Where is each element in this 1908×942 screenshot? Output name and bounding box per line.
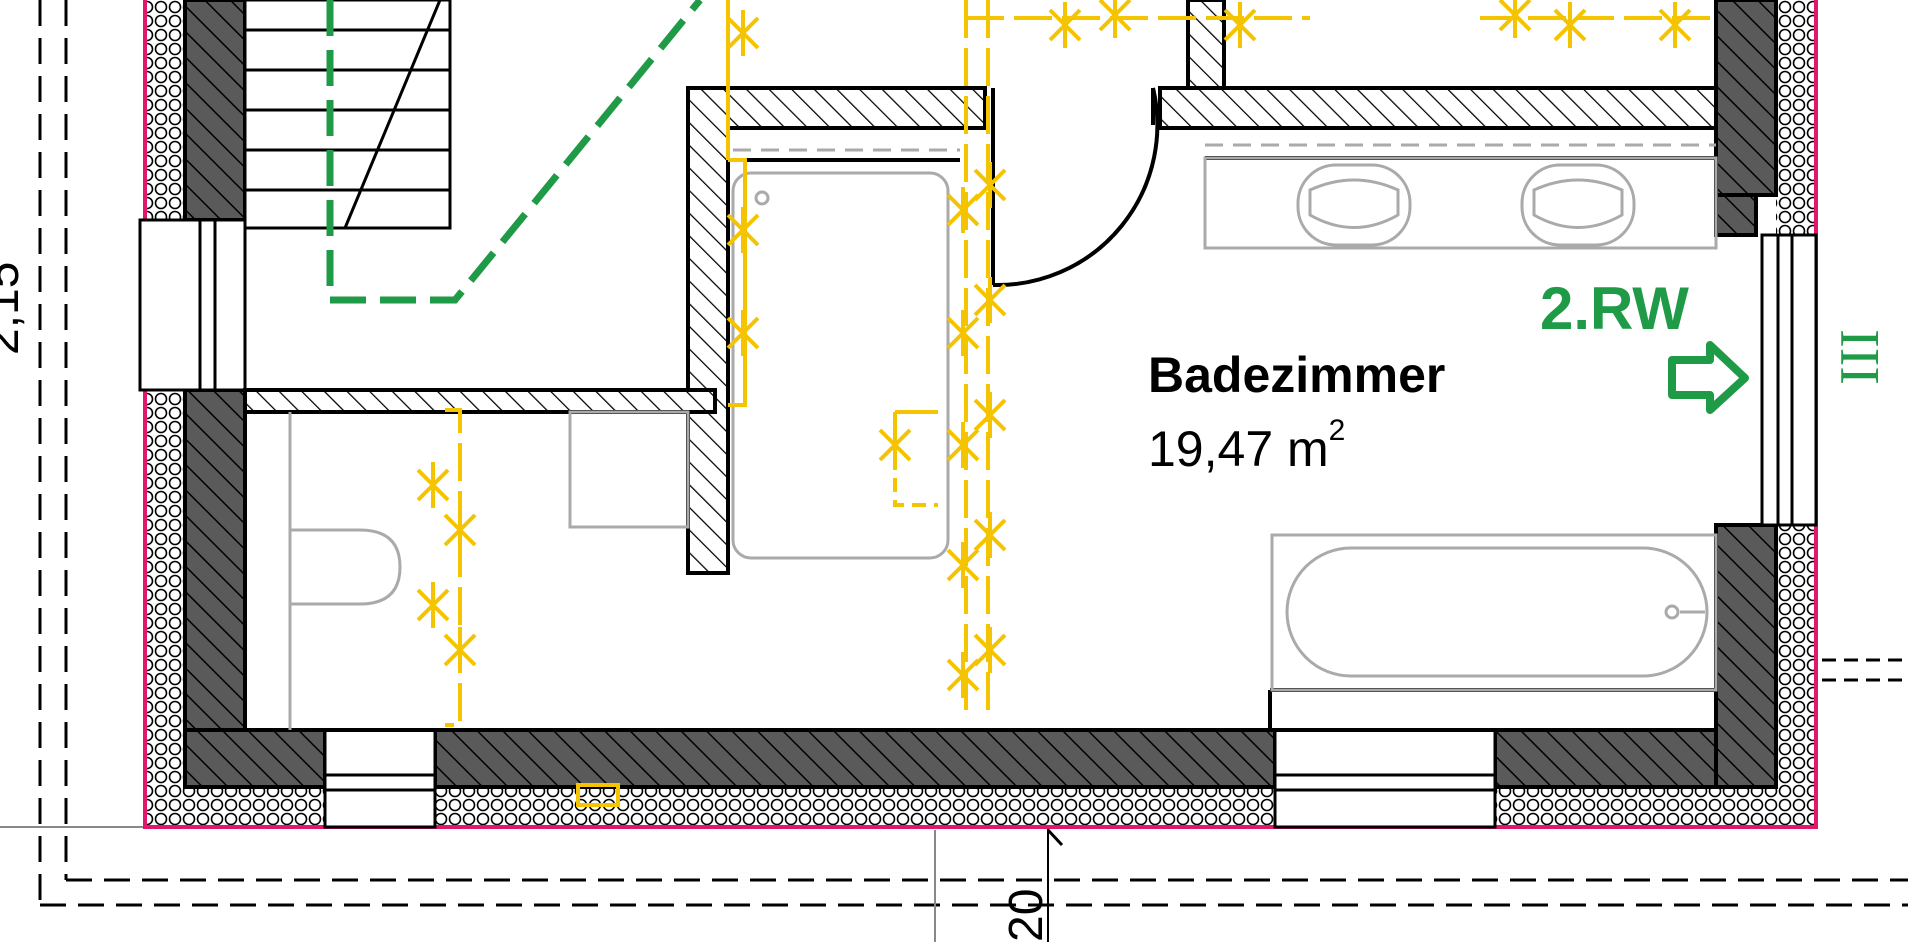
svg-text:III: III bbox=[1829, 329, 1891, 385]
window-mark: III bbox=[1829, 329, 1891, 385]
plot-boundary bbox=[38, 0, 1908, 907]
right-arrow-icon bbox=[1668, 341, 1749, 414]
left-dimension-label: 2,15 bbox=[0, 262, 29, 355]
room-area-value: 19,47 m bbox=[1148, 421, 1329, 477]
escape-route-line bbox=[326, 0, 703, 304]
room-area: 19,47 m2 bbox=[1148, 414, 1345, 478]
dimension-label: 20 bbox=[1000, 889, 1053, 942]
shower-tray bbox=[731, 171, 950, 560]
room-name: Badezimmer bbox=[1148, 347, 1446, 403]
cabinet bbox=[568, 410, 690, 529]
interior-walls bbox=[243, 0, 1758, 575]
electrical-outlets bbox=[416, 0, 1692, 698]
toilet-icon bbox=[290, 528, 402, 606]
sink-left-icon bbox=[1296, 163, 1412, 247]
room-area-exponent: 2 bbox=[1328, 414, 1346, 447]
bathtub-icon bbox=[1270, 533, 1718, 692]
stairs-icon bbox=[243, 0, 452, 230]
sink-right-icon bbox=[1520, 163, 1636, 247]
door-swing-icon bbox=[991, 87, 1160, 288]
windows bbox=[138, 218, 1818, 829]
vanity bbox=[1203, 156, 1718, 250]
right-detail bbox=[1822, 658, 1908, 682]
fixtures bbox=[288, 143, 1718, 730]
shower-drain-icon bbox=[754, 190, 770, 206]
escape-route-label: 2.RW bbox=[1540, 275, 1689, 342]
